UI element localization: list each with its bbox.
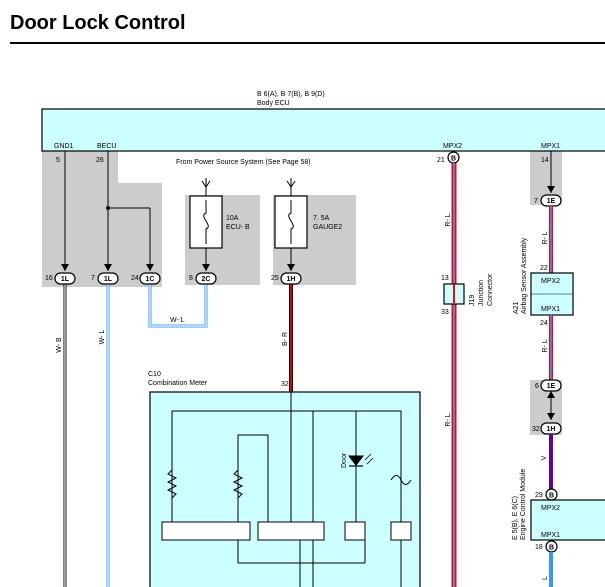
- connector-row: 16 1L 7 1L 24 1C 8 2C 25 1H: [45, 272, 302, 285]
- conn-1L-a-id: 1L: [61, 276, 70, 283]
- airbag-name: Airbag Sensor Assembly: [521, 237, 528, 314]
- wire-label-mpx2-upper: R- L: [445, 213, 452, 226]
- junction-code: J19: [469, 295, 476, 306]
- wire-label-loop: W- L: [170, 317, 185, 324]
- wire-label-mpx1-c: V: [541, 455, 548, 460]
- conn-pin-32: 32: [532, 426, 540, 433]
- wire-label-gnd: W- B: [56, 337, 63, 353]
- fuse2-name: GAUGE2: [313, 224, 342, 231]
- fuse1-rating: 10A: [226, 215, 239, 222]
- conn-pin-16: 16: [45, 275, 53, 282]
- wire-label-mpx1-a: R- L: [542, 231, 549, 244]
- conn-1L-b-id: 1L: [104, 276, 113, 283]
- gnd1-arrow: [61, 264, 69, 271]
- conn-B-mpx2-id: B: [451, 156, 456, 163]
- door-led-label: Door: [341, 452, 348, 468]
- conn-1C-id: 1C: [146, 276, 155, 283]
- fuse1-name: ECU- B: [226, 224, 250, 231]
- junction-line1: Junction: [478, 280, 485, 306]
- conn-pin-8: 8: [189, 275, 193, 282]
- airbag-mpx1-label: MPX1: [541, 306, 560, 313]
- wire-label-gauge: B- R: [282, 332, 289, 346]
- becu-arrow: [104, 264, 112, 271]
- ecm-code: E 5(B), E 6(C): [512, 496, 519, 540]
- conn-pin-24: 24: [131, 275, 139, 282]
- pin-5: 5: [56, 157, 60, 164]
- pin-26: 26: [96, 157, 104, 164]
- conn-1L-a: [54, 272, 76, 285]
- conn-pin-25: 25: [271, 275, 279, 282]
- airbag-pin-22: 22: [540, 265, 548, 272]
- title-rule: [10, 42, 605, 44]
- fuse2-rating: 7. 5A: [313, 215, 330, 222]
- airbag-pin-24: 24: [540, 320, 548, 327]
- wire-label-becu: W- L: [99, 330, 106, 345]
- ecu-parts-label: B 6(A), B 7(B), B 9(D): [257, 91, 325, 98]
- ecm-box: [530, 499, 605, 541]
- conn-1H-b-id: 1H: [547, 426, 556, 433]
- conn-1H-a-id: 1H: [287, 276, 296, 283]
- meter-code: C10: [148, 371, 161, 378]
- ecm-conn-bottom-id: B: [549, 545, 554, 552]
- page-title: Door Lock Control: [10, 12, 186, 34]
- ecm-pin-29: 29: [535, 492, 543, 499]
- mpx1-ecu-label: MPX1: [541, 143, 560, 150]
- becu-label: BECU: [97, 143, 116, 150]
- conn-pin-6: 6: [535, 383, 539, 390]
- junction-pin-33: 33: [441, 309, 449, 316]
- conn-1H-a: [280, 272, 302, 285]
- wire-label-mpx2-lower: R- L: [445, 413, 452, 426]
- meter-pin-32: 32: [281, 381, 289, 388]
- conn-1C: [139, 272, 161, 285]
- conn-2C-id: 2C: [202, 276, 211, 283]
- pin-21: 21: [437, 157, 445, 164]
- ecu-name-label: Body ECU: [257, 100, 290, 107]
- loop-arrow: [146, 264, 154, 271]
- conn-pin-7b: 7: [534, 198, 538, 205]
- meter-internals: [161, 392, 412, 587]
- fuse-ecu-b-element: [203, 200, 209, 244]
- wire-label-mpx1-d: L: [542, 576, 549, 580]
- wire-label-mpx1-b: R- L: [542, 339, 549, 352]
- conn-1E-b-id: 1E: [547, 383, 556, 390]
- body-ecu-box: [41, 108, 605, 152]
- conn-pin-7a: 7: [91, 275, 95, 282]
- conn-1E-a-id: 1E: [547, 198, 556, 205]
- pin-14: 14: [541, 157, 549, 164]
- power-source-label: From Power Source System (See Page 58): [176, 159, 311, 166]
- gnd1-label: GND1: [54, 143, 74, 150]
- ecm-mpx2-label: MPX2: [541, 505, 560, 512]
- ecm-name: Engine Control Module: [520, 469, 527, 540]
- mpx2-ecu-label: MPX2: [443, 143, 462, 150]
- door-led-icon: [347, 455, 365, 466]
- meter-name: Combination Meter: [148, 380, 208, 387]
- junction-line2: Connector: [487, 273, 494, 306]
- combination-meter-box: [149, 391, 421, 587]
- fuse-gauge2-element: [288, 200, 294, 244]
- junction-pin-13: 13: [441, 275, 449, 282]
- ecm-pin-18: 18: [535, 544, 543, 551]
- conn-2C: [195, 272, 217, 285]
- conn-1L-b: [97, 272, 119, 285]
- airbag-mpx2-label: MPX2: [541, 278, 560, 285]
- airbag-code: A21: [513, 301, 520, 314]
- ecm-mpx1-label: MPX1: [541, 532, 560, 539]
- ecm-conn-top-id: B: [549, 493, 554, 500]
